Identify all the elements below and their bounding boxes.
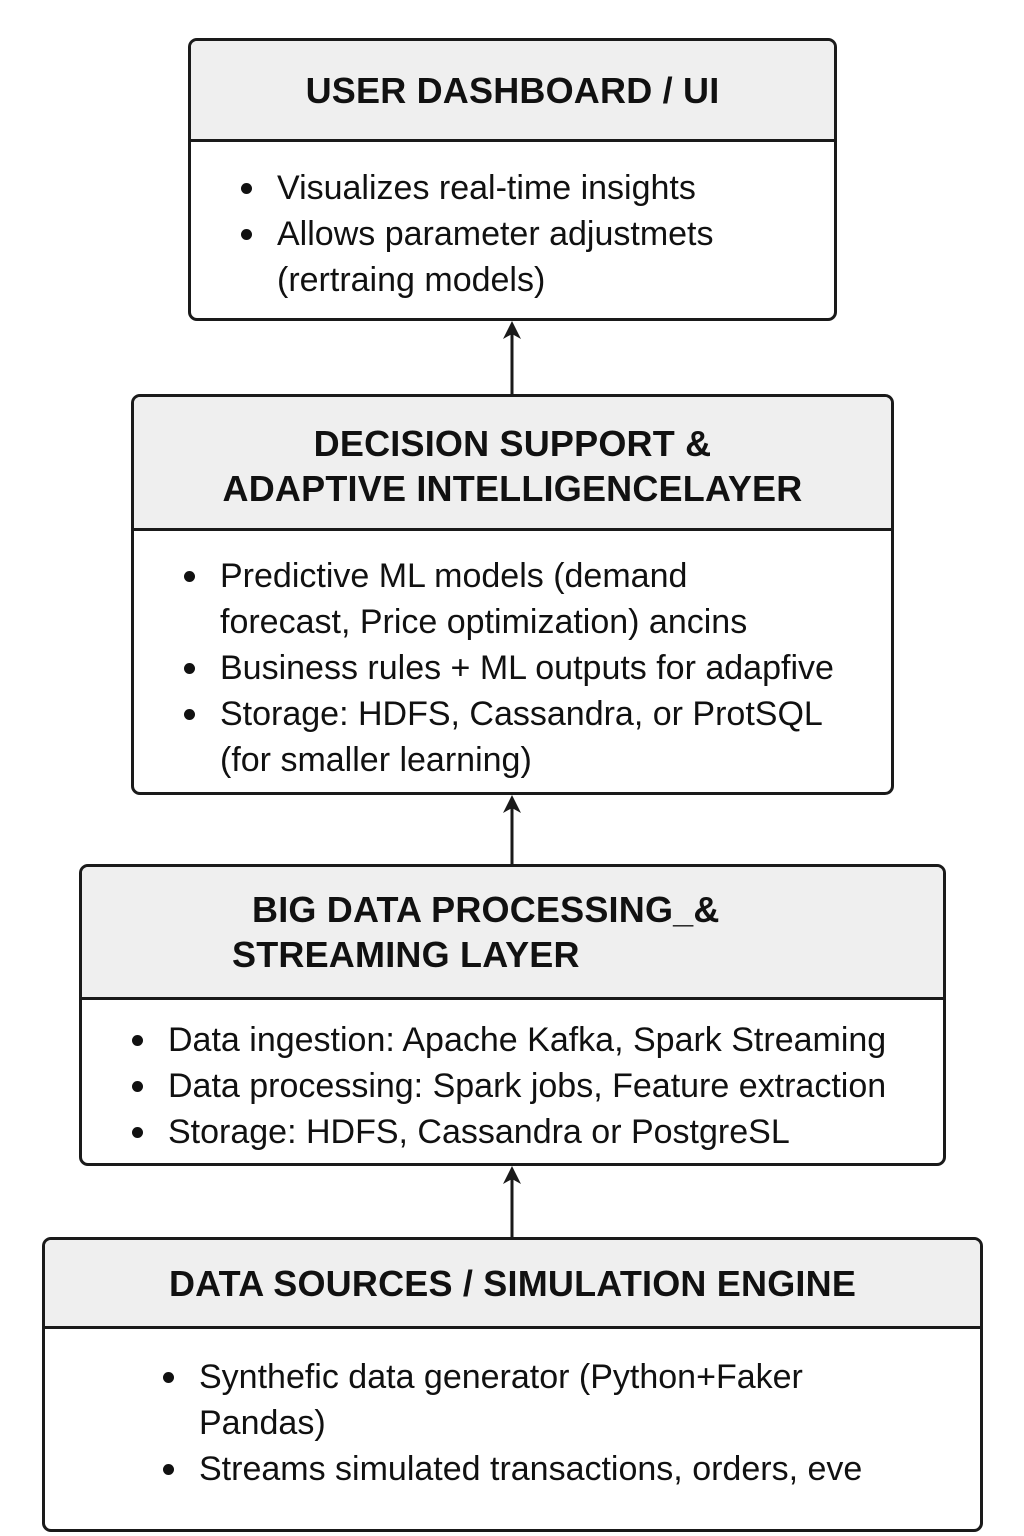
layer-header: USER DASHBOARD / UI — [191, 41, 834, 142]
bullet-dot-icon — [163, 1372, 174, 1383]
bullet-text-continuation: (for smaller learning) — [220, 741, 532, 779]
layer-title-line: USER DASHBOARD / UI — [305, 69, 720, 111]
bullet-text: Predictive ML models (demand — [220, 557, 688, 595]
bullet-dot-icon — [184, 709, 195, 720]
layer-body: Visualizes real-time insights Allows par… — [191, 142, 834, 303]
bullet-text-continuation: forecast, Price optimization) ancins — [220, 603, 748, 641]
bullet-text: Storage: HDFS, Cassandra or PostgreSL — [168, 1113, 790, 1151]
bullet-item: Predictive ML models (demand forecast, P… — [176, 553, 891, 645]
layer-box-data-sources: DATA SOURCES / SIMULATION ENGINE Synthef… — [42, 1237, 983, 1532]
bullet-dot-icon — [241, 183, 252, 194]
layer-title-line: BIG DATA PROCESSING_& — [252, 889, 720, 930]
bullet-text: Business rules + ML outputs for adapfive — [220, 649, 834, 687]
arrow-up-icon — [503, 321, 521, 394]
arrow-up-icon — [503, 795, 521, 864]
bullet-dot-icon — [132, 1081, 143, 1092]
layer-title-line: DECISION SUPPORT & — [313, 422, 712, 464]
layer-title: BIG DATA PROCESSING_& STREAMING LAYER — [82, 887, 720, 977]
layer-title-line: ADAPTIVE INTELLIGENCELAYER — [222, 467, 803, 509]
layer-title: DECISION SUPPORT & ADAPTIVE INTELLIGENCE… — [223, 415, 803, 511]
bullet-dot-icon — [163, 1464, 174, 1475]
layer-header: DATA SOURCES / SIMULATION ENGINE — [45, 1240, 980, 1329]
layer-body: Predictive ML models (demand forecast, P… — [134, 531, 891, 783]
layer-title-line: DATA SOURCES / SIMULATION ENGINE — [168, 1262, 857, 1304]
bullet-dot-icon — [184, 663, 195, 674]
bullet-item: Storage: HDFS, Cassandra or PostgreSL — [124, 1109, 943, 1155]
bullet-text: Streams simulated transactions, orders, … — [199, 1450, 863, 1488]
layer-title: DATA SOURCES / SIMULATION ENGINE — [169, 1261, 856, 1306]
layer-header: DECISION SUPPORT & ADAPTIVE INTELLIGENCE… — [134, 397, 891, 531]
bullet-list: Data ingestion: Apache Kafka, Spark Stre… — [124, 1017, 943, 1155]
bullet-text: Allows parameter adjustmets — [277, 215, 714, 253]
bullet-dot-icon — [132, 1035, 143, 1046]
bullet-item: Synthefic data generator (Python+Faker P… — [155, 1354, 980, 1446]
layer-title: USER DASHBOARD / UI — [306, 68, 720, 113]
bullet-list: Synthefic data generator (Python+Faker P… — [155, 1354, 980, 1492]
bullet-item: Visualizes real-time insights — [233, 165, 834, 211]
bullet-item: Storage: HDFS, Cassandra, or ProtSQL (fo… — [176, 691, 891, 783]
layer-body: Synthefic data generator (Python+Faker P… — [45, 1329, 980, 1492]
layer-box-decision-support: DECISION SUPPORT & ADAPTIVE INTELLIGENCE… — [131, 394, 894, 795]
bullet-item: Business rules + ML outputs for adapfive — [176, 645, 891, 691]
bullet-text-continuation: (rertraing models) — [277, 261, 546, 299]
bullet-text: Synthefic data generator (Python+Faker — [199, 1358, 803, 1396]
bullet-text: Visualizes real-time insights — [277, 169, 696, 207]
layer-body: Data ingestion: Apache Kafka, Spark Stre… — [82, 1000, 943, 1155]
bullet-item: Streams simulated transactions, orders, … — [155, 1446, 980, 1492]
layer-title-line: STREAMING LAYER — [232, 934, 580, 975]
bullet-text: Storage: HDFS, Cassandra, or ProtSQL — [220, 695, 823, 733]
bullet-item: Data processing: Spark jobs, Feature ext… — [124, 1063, 943, 1109]
bullet-item: Data ingestion: Apache Kafka, Spark Stre… — [124, 1017, 943, 1063]
bullet-list: Predictive ML models (demand forecast, P… — [176, 553, 891, 783]
layer-header: BIG DATA PROCESSING_& STREAMING LAYER — [82, 867, 943, 1000]
bullet-item: Allows parameter adjustmets (rertraing m… — [233, 211, 834, 303]
layer-box-user-dashboard: USER DASHBOARD / UI Visualizes real-time… — [188, 38, 837, 321]
bullet-text: Data ingestion: Apache Kafka, Spark Stre… — [168, 1021, 887, 1059]
arrow-up-icon — [503, 1166, 521, 1237]
bullet-dot-icon — [241, 229, 252, 240]
bullet-dot-icon — [132, 1127, 143, 1138]
bullet-text-continuation: Pandas) — [199, 1404, 326, 1442]
bullet-dot-icon — [184, 571, 195, 582]
bullet-list: Visualizes real-time insights Allows par… — [233, 165, 834, 303]
bullet-text: Data processing: Spark jobs, Feature ext… — [168, 1067, 887, 1105]
layer-box-big-data-processing: BIG DATA PROCESSING_& STREAMING LAYER Da… — [79, 864, 946, 1166]
